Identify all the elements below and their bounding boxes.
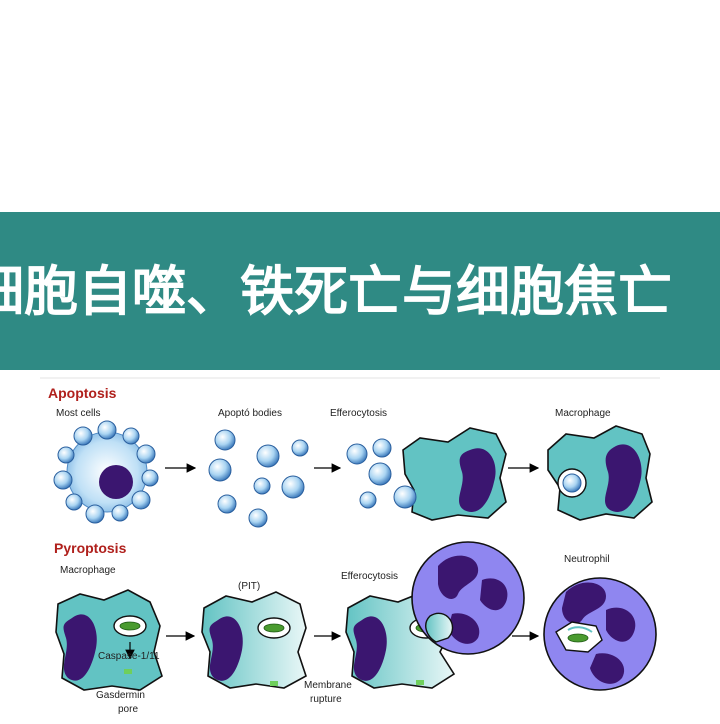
- apoptosis-heading: Apoptosis: [48, 385, 117, 401]
- neutrophil: [543, 577, 657, 691]
- cell-death-diagram: Apoptosis Most cells Apoptó bodies Effer…: [0, 370, 720, 720]
- apoptotic-cell: [53, 420, 159, 524]
- pit-cell: [201, 591, 307, 689]
- pyroptotic-macrophage: [55, 589, 163, 691]
- banner-title: 细胞自噬、铁死亡与细胞焦亡: [0, 260, 672, 323]
- efferocytosis-pyroptosis: [345, 541, 525, 689]
- apoptotic-bodies: [208, 429, 309, 528]
- macrophage-apoptosis: [547, 425, 653, 521]
- label-macrophage-2: Macrophage: [60, 565, 116, 576]
- label-most-cells: Most cells: [56, 408, 100, 419]
- efferocytosis-apoptosis: [346, 427, 507, 521]
- label-membrane: Membrane: [304, 680, 352, 691]
- label-rupture: rupture: [310, 694, 342, 705]
- label-efferocytosis-2: Efferocytosis: [341, 571, 398, 582]
- label-gasdermin: Gasdermin: [96, 690, 145, 701]
- label-macrophage-1: Macrophage: [555, 408, 611, 419]
- title-banner: 细胞自噬、铁死亡与细胞焦亡: [0, 212, 720, 370]
- label-pit: (PIT): [238, 581, 260, 592]
- label-caspase: Caspase-1/11: [98, 651, 160, 662]
- label-neutrophil: Neutrophil: [564, 554, 610, 565]
- pyroptosis-heading: Pyroptosis: [54, 540, 127, 556]
- label-efferocytosis-1: Efferocytosis: [330, 408, 387, 419]
- label-apopto-bodies: Apoptó bodies: [218, 408, 282, 419]
- label-pore: pore: [118, 704, 138, 715]
